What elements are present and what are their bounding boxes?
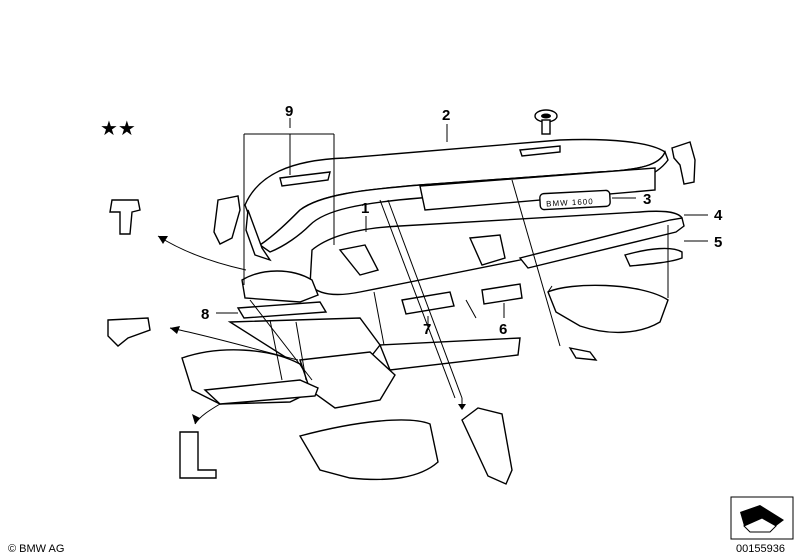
lower-mount [179, 431, 217, 479]
callout-3: 3 [643, 191, 651, 208]
left-bracket [109, 199, 141, 235]
assembly-arrows [157, 235, 466, 425]
callout-8: 8 [201, 306, 209, 323]
left-side-trim [213, 195, 241, 245]
callout-7: 7 [423, 321, 431, 338]
nameplate-strip: BMW 1600 [419, 167, 656, 211]
callout-9: 9 [285, 103, 293, 120]
image-number: 00155936 [736, 543, 785, 555]
callout-2: 2 [442, 107, 450, 124]
copyright-text: © BMW AG [8, 543, 64, 555]
page-turn-icon [730, 496, 794, 540]
lower-trim-bar [203, 379, 319, 405]
lower-tray-4 [299, 351, 396, 409]
trim-piece-8 [236, 301, 328, 319]
hinge-bracket [107, 317, 151, 347]
left-end-cap [241, 270, 319, 303]
retaining-clip [568, 347, 598, 361]
glove-box [298, 419, 439, 481]
right-lower-tray [547, 284, 669, 334]
end-bracket-right [671, 141, 696, 185]
small-screw [465, 299, 477, 319]
lower-tray-2 [378, 337, 521, 371]
callout-4: 4 [714, 207, 723, 224]
side-panel-right [461, 407, 513, 485]
lower-dashboard-panel [309, 210, 683, 296]
callout-1: 1 [361, 200, 369, 217]
callout-6: 6 [499, 321, 507, 338]
trim-strip-lower [624, 247, 683, 267]
bezel-7 [401, 291, 455, 315]
mounting-screw [534, 109, 558, 135]
star-marks: ★★ [100, 116, 136, 140]
leader-lines [216, 118, 708, 399]
bezel-6 [481, 283, 523, 305]
nameplate-badge: BMW 1600 [546, 197, 594, 208]
callout-5: 5 [714, 234, 722, 251]
trim-strip-upper [518, 217, 685, 269]
